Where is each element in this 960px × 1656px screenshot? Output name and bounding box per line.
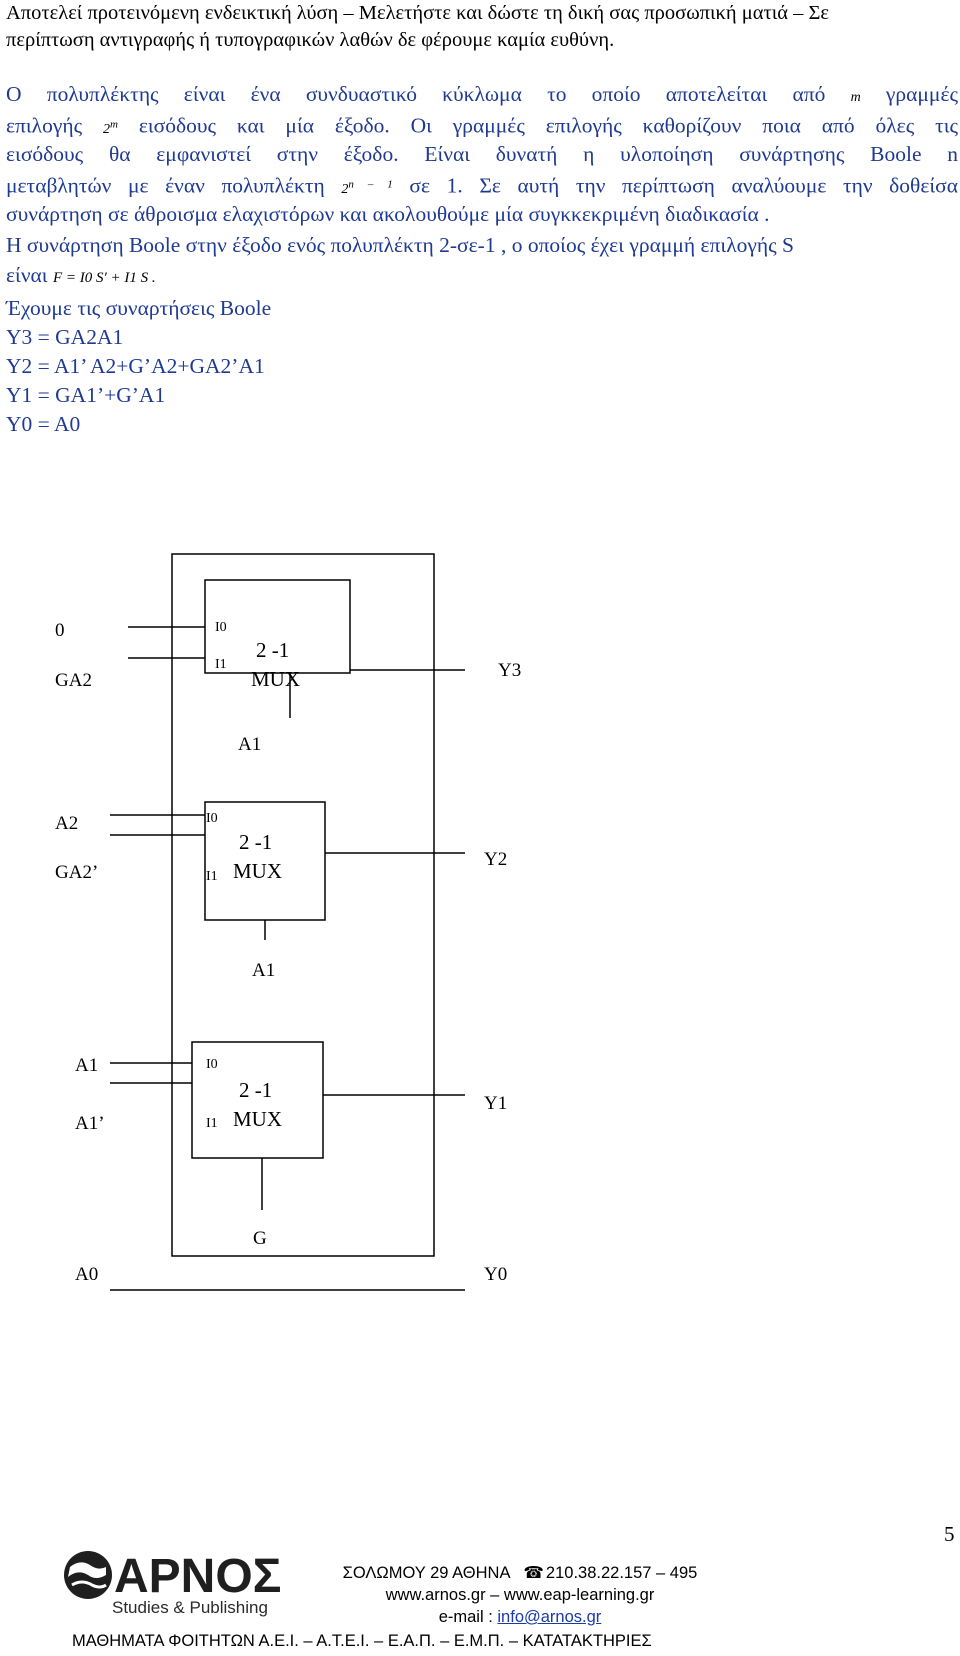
mux-3-box [191,1041,324,1159]
mux-1-label-bottom: MUX [251,667,300,691]
intro-text: γραμμές [885,82,958,106]
mux-1-label-top: 2 -1 [256,638,289,662]
logo-tagline: Studies & Publishing [112,1598,268,1617]
email-label: e-mail : [438,1608,493,1626]
p2-text: είναι [6,263,48,287]
contact-block: ΣΟΛΩΜΟΥ 29 ΑΘΗΝΑ ☎ 210.38.22.157 – 495 w… [310,1562,730,1628]
mux-circuit-diagram: 0 GA2 I0 I1 2 -1 MUX Y3 A1 A2 GA2’ I0 I1… [55,553,521,1291]
math-base: 2 [341,181,349,197]
contact-web[interactable]: www.arnos.gr – www.eap-learning.gr [385,1586,655,1604]
intro-line-1: Ο πολυπλέκτης είναι ένα συνδυαστικό κύκλ… [6,79,958,109]
a0-passthrough: A0 Y0 [75,1264,507,1291]
phone-icon: ☎ [523,1564,544,1582]
arnos-logo: ΑΡΝΟΣ Studies & Publishing [64,1550,281,1617]
math-base: 2 [102,121,110,137]
mux-3-in0-label: A1 [75,1055,98,1076]
mux-2-label-bottom: MUX [233,859,282,883]
boole-equations: Έχουμε τις συναρτήσεις Boole Y3 = GA2A1 … [6,294,271,439]
equation-y2: Y2 = A1’ A2+G’A2+GA2’A1 [6,354,265,378]
math-sup: m [109,118,118,130]
equation-y3: Y3 = GA2A1 [6,325,124,349]
mux-3-in1-label: A1’ [75,1113,105,1134]
globe-icon [64,1551,112,1599]
header-line-1: Αποτελεί προτεινόμενη ενδεικτική λύση – … [6,2,829,24]
p2-line-1: Η συνάρτηση Boole στην έξοδο ενός πολυπλ… [6,233,794,257]
mux-2: A2 GA2’ I0 I1 2 -1 MUX Y2 A1 [55,801,507,981]
mux-1-in1-label: GA2 [55,670,92,691]
equation-y1: Y1 = GA1’+G’A1 [6,383,166,407]
mux-1: 0 GA2 I0 I1 2 -1 MUX Y3 A1 [55,579,521,755]
page-number: 5 [944,1522,955,1546]
contact-address-line: ΣΟΛΩΜΟΥ 29 ΑΘΗΝΑ ☎ 210.38.22.157 – 495 [310,1562,730,1584]
mux-3-select-label: G [253,1228,267,1249]
intro-text: μεταβλητών με έναν πολυπλέκτη [6,173,325,198]
contact-email-line: e-mail : info@arnos.gr [310,1606,730,1628]
y0-out-label: Y0 [484,1264,507,1285]
logo-wordmark: ΑΡΝΟΣ [114,1550,281,1603]
equation-y0: Y0 = A0 [6,412,81,436]
intro-line-4: μεταβλητών με έναν πολυπλέκτη 2n – 1 σε … [6,169,958,199]
page-header: Αποτελεί προτεινόμενη ενδεικτική λύση – … [6,0,956,54]
footer-tagline: ΜΑΘΗΜΑΤΑ ΦΟΙΤΗΤΩΝ Α.Ε.Ι. – Α.Τ.Ε.Ι. – Ε.… [72,1632,652,1650]
intro-paragraph: Ο πολυπλέκτης είναι ένα συνδυαστικό κύκλ… [6,79,958,229]
math-2n1: 2n – 1 [341,178,392,197]
mux-1-port-i0: I0 [215,620,227,635]
a0-in-label: A0 [75,1264,98,1285]
email-link[interactable]: info@arnos.gr [497,1608,602,1626]
mux-3-out-label: Y1 [484,1093,507,1114]
math-m: m [850,90,861,105]
header-line-2: περίπτωση αντιγραφής ή τυπογραφικών λαθώ… [6,29,615,51]
mux-3-port-i0: I0 [206,1057,218,1072]
mux-3: A1 A1’ I0 I1 2 -1 MUX Y1 G [75,1041,507,1249]
mux-2-out-label: Y2 [484,849,507,870]
mux-2-in0-label: A2 [55,813,78,834]
intro-text: εισόδους και μία έξοδο. Οι γραμμές επιλο… [138,113,959,138]
mux-2-in1-label: GA2’ [55,862,98,883]
mux-1-out-label: Y3 [498,660,521,681]
intro-text: σε 1. Σε αυτή την περίπτωση αναλύουμε τη… [409,173,959,198]
mux-3-label-bottom: MUX [233,1107,282,1131]
mux-3-label-top: 2 -1 [239,1078,272,1102]
mux-1-select-label: A1 [238,734,261,755]
mux-2-select-label: A1 [252,960,275,981]
p2-line-2: είναι F = I0 S′ + I1 S . [6,260,956,293]
equations-title: Έχουμε τις συναρτήσεις Boole [6,296,272,320]
mux-2-port-i1: I1 [206,869,218,884]
mux-1-port-i1: I1 [215,657,227,672]
mux-3-port-i1: I1 [206,1116,218,1131]
phone: 210.38.22.157 – 495 [545,1564,698,1582]
address: ΣΟΛΩΜΟΥ 29 ΑΘΗΝΑ [342,1564,510,1582]
mux-2-port-i0: I0 [206,811,218,826]
mux-2-label-top: 2 -1 [239,830,272,854]
intro-line-2: επιλογής 2m εισόδους και μία έξοδο. Οι γ… [6,109,958,139]
mux-1-in0-label: 0 [55,620,65,641]
math-2m: 2m [102,118,118,137]
intro-line-3: εισόδους θα εμφανιστεί στην έξοδο. Είναι… [6,142,958,166]
intro-text: επιλογής [6,113,83,138]
intro-text: Ο πολυπλέκτης είναι ένα συνδυαστικό κύκλ… [6,82,826,106]
intro-line-5: συνάρτηση σε άθροισμα ελαχιστόρων και ακ… [6,202,770,226]
math-sup: n – 1 [348,178,393,190]
mux-formula: F = I0 S′ + I1 S . [52,270,156,286]
circuit-boundary [171,553,435,1257]
boole-mux-paragraph: Η συνάρτηση Boole στην έξοδο ενός πολυπλ… [6,230,956,293]
